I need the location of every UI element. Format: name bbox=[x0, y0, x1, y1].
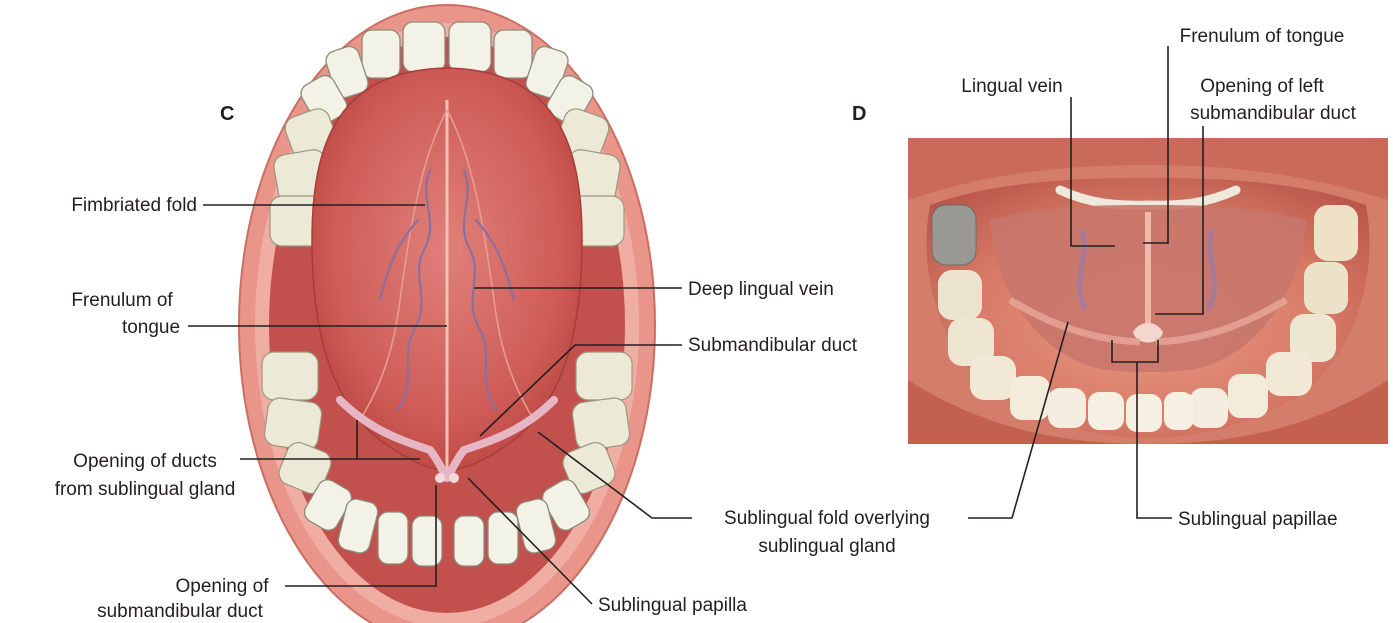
label-deep-lingual-vein: Deep lingual vein bbox=[688, 279, 834, 300]
label-submandibular-duct: Submandibular duct bbox=[688, 335, 858, 356]
label-sublingual-fold-line2: sublingual gland bbox=[758, 536, 895, 557]
label-lingual-vein: Lingual vein bbox=[961, 76, 1062, 97]
panel-letter-d: D bbox=[852, 103, 866, 125]
label-opening-of-left-line1: Opening of left bbox=[1200, 76, 1324, 97]
label-frenulum-of-tongue-d: Frenulum of tongue bbox=[1180, 26, 1345, 47]
label-opening-of-ducts-line2: from sublingual gland bbox=[55, 479, 236, 500]
label-opening-of-ducts-line1: Opening of ducts bbox=[73, 451, 217, 472]
label-sublingual-papillae: Sublingual papillae bbox=[1178, 509, 1338, 530]
panel-d-photo bbox=[908, 138, 1388, 444]
label-opening-of-submandibular-c-line2: submandibular duct bbox=[97, 601, 264, 622]
label-sublingual-fold-line1: Sublingual fold overlying bbox=[724, 508, 930, 529]
label-fimbriated-fold: Fimbriated fold bbox=[71, 195, 197, 216]
panel-letter-c: C bbox=[220, 103, 234, 125]
label-sublingual-papilla: Sublingual papilla bbox=[598, 595, 747, 616]
panel-c-illustration bbox=[239, 5, 655, 623]
label-opening-of-submandibular-c-line1: Opening of bbox=[176, 576, 270, 597]
label-frenulum-of-tongue-c-line2: tongue bbox=[122, 317, 180, 338]
label-frenulum-of-tongue-c-line1: Frenulum of bbox=[71, 290, 173, 311]
label-opening-of-left-line2: submandibular duct bbox=[1190, 103, 1357, 124]
